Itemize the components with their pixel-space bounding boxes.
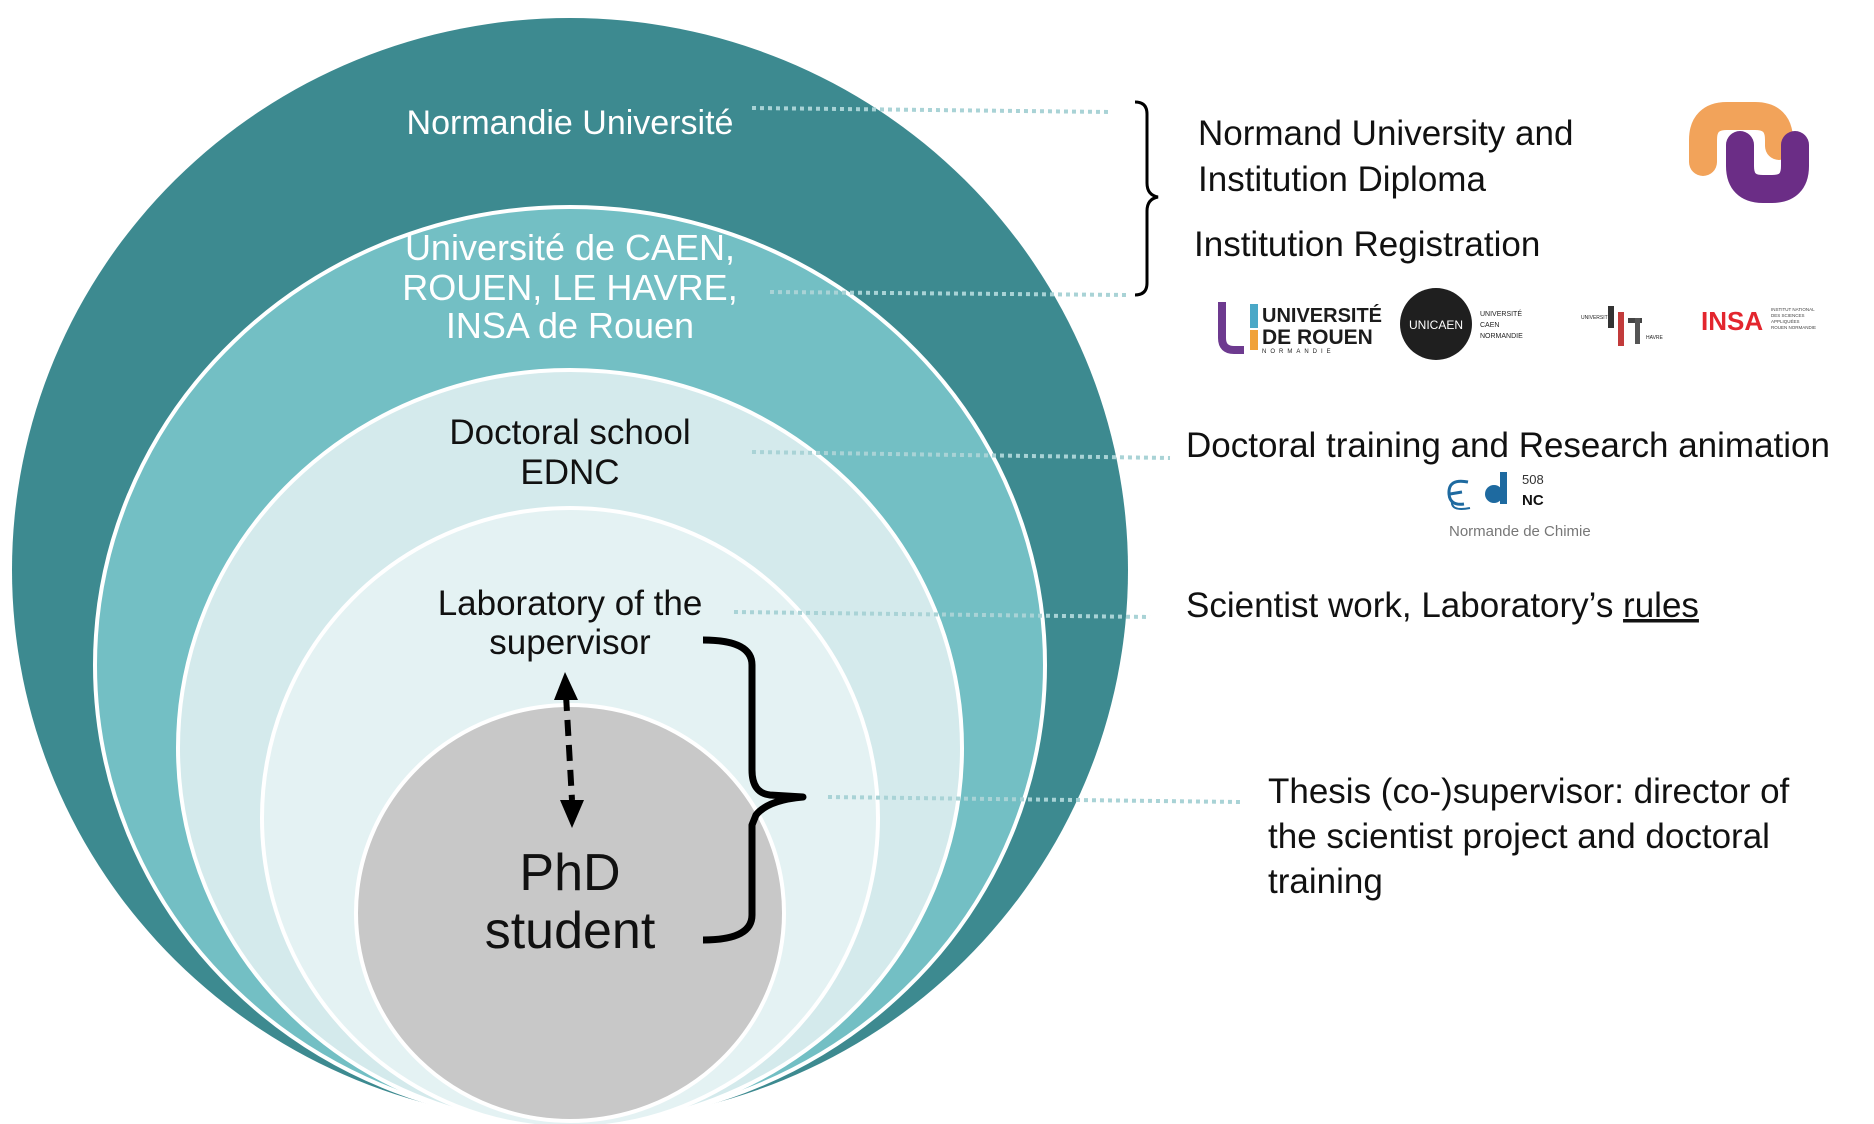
label-universities-2: ROUEN, LE HAVRE, [402,267,737,308]
svg-text:Normande de Chimie: Normande de Chimie [1449,523,1591,540]
leader-doctoral-school [751,450,1171,460]
supervision-arrow-line [563,694,575,801]
svg-text:508: 508 [1522,472,1544,487]
svg-text:CAEN: CAEN [1480,322,1499,329]
svg-text:UNIVERSITÉ: UNIVERSITÉ [1262,304,1382,327]
svg-text:UNIVERSITÉ: UNIVERSITÉ [1581,314,1612,321]
annotation-thesis-1: Thesis (co-)supervisor: director of [1268,772,1790,811]
supervisor-bracket [702,636,807,944]
svg-text:DES SCIENCES: DES SCIENCES [1771,313,1805,318]
scientist-work-text: Scientist work, Laboratory’s [1186,586,1623,625]
svg-text:ROUEN NORMANDIE: ROUEN NORMANDIE [1771,325,1816,330]
rouen-logo: UNIVERSITÉ DE ROUEN NORMANDIE [1218,302,1382,355]
label-doctoral-school-2: EDNC [520,453,619,492]
havre-logo: UNIVERSITÉ HAVRE [1581,306,1664,346]
normandie-university-logo [1689,102,1809,203]
ednc-logo: 508 NC Normande de Chimie [1447,472,1591,540]
label-phd-1: PhD [519,844,620,902]
label-doctoral-school-1: Doctoral school [449,413,690,452]
insa-logo: INSA INSTITUT NATIONAL DES SCIENCES APPL… [1701,306,1816,336]
diploma-bracket [1134,100,1159,297]
annotation-doctoral-training: Doctoral training and Research animation [1186,426,1830,465]
svg-text:NORMANDIE: NORMANDIE [1262,349,1335,355]
annotation-diploma-2: Institution Diploma [1198,160,1486,199]
label-universities-3: INSA de Rouen [446,305,694,346]
svg-text:INSA: INSA [1701,306,1763,336]
label-laboratory-1: Laboratory of the [438,584,703,623]
label-universities-1: Université de CAEN, [405,227,735,268]
svg-text:APPLIQUÉES: APPLIQUÉES [1771,318,1800,324]
label-phd-2: student [485,902,656,960]
svg-text:NC: NC [1522,492,1544,509]
arrow-head-up [554,672,578,700]
leader-laboratory [733,610,1151,619]
svg-text:UNIVERSITÉ: UNIVERSITÉ [1480,309,1522,318]
rules-link[interactable]: rules [1623,586,1699,625]
svg-text:DE ROUEN: DE ROUEN [1262,326,1373,349]
leader-normandie [751,106,1111,114]
leader-universities [769,290,1129,297]
svg-text:INSTITUT NATIONAL: INSTITUT NATIONAL [1771,307,1815,312]
svg-text:UNICAEN: UNICAEN [1409,318,1463,332]
annotation-thesis-3: training [1268,862,1383,901]
svg-text:HAVRE: HAVRE [1646,335,1664,341]
annotation-diploma-1: Normand University and [1198,114,1573,153]
caen-logo: UNICAEN UNIVERSITÉ CAEN NORMANDIE [1400,288,1523,360]
svg-text:NORMANDIE: NORMANDIE [1480,333,1523,340]
label-normandie: Normandie Université [407,104,734,142]
annotation-scientist-work: Scientist work, Laboratory’s rules [1186,586,1699,625]
annotation-thesis-2: the scientist project and doctoral [1268,817,1770,856]
annotation-registration: Institution Registration [1194,225,1540,264]
arrow-head-down [560,800,584,828]
circle-phd [354,703,786,1123]
label-laboratory-2: supervisor [489,623,651,662]
